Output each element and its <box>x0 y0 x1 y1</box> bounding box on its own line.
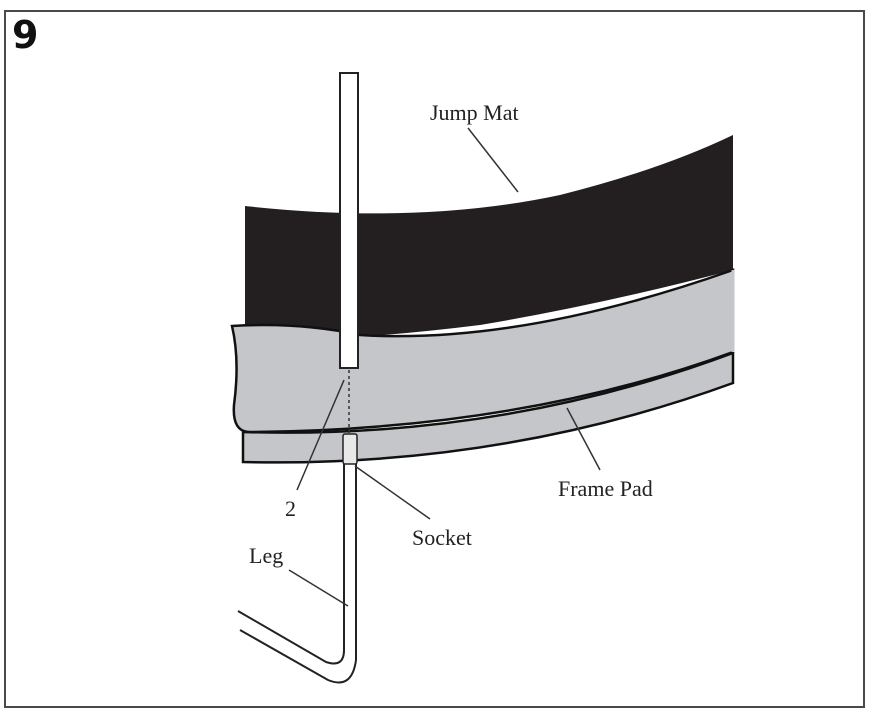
label-frame-pad: Frame Pad <box>558 476 653 501</box>
frame-pad-lower <box>241 351 735 464</box>
label-socket: Socket <box>412 525 472 550</box>
label-part-2: 2 <box>285 496 296 521</box>
jump-mat <box>245 135 733 342</box>
pole-part-2 <box>339 72 359 369</box>
step-number: 9 <box>12 13 39 57</box>
label-jump-mat: Jump Mat <box>430 100 519 125</box>
frame-pad <box>230 268 735 434</box>
leg <box>237 464 345 665</box>
label-leg: Leg <box>249 543 283 568</box>
socket <box>342 433 358 465</box>
